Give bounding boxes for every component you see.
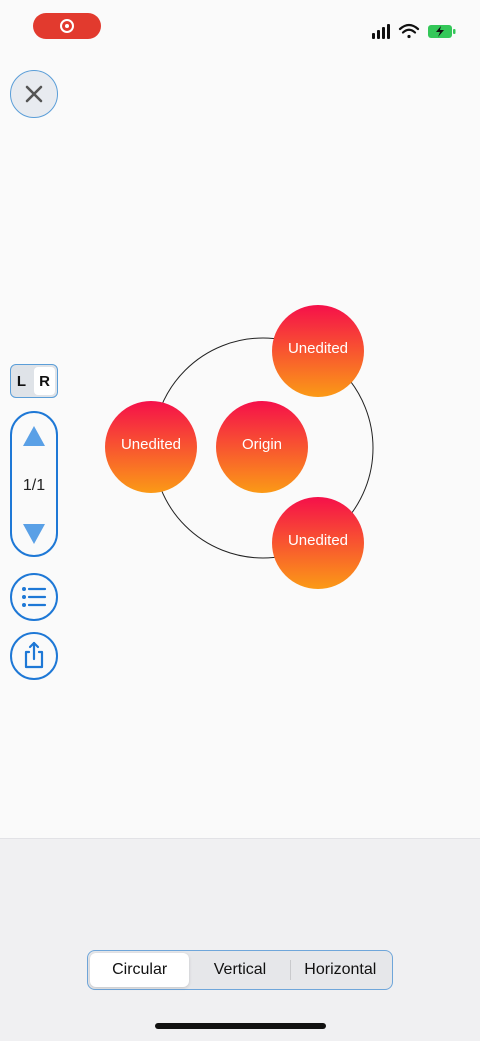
- arrow-down-icon[interactable]: [22, 523, 46, 545]
- battery-icon: [428, 25, 456, 38]
- origin-node[interactable]: [216, 401, 308, 493]
- record-icon: [60, 19, 74, 33]
- node-left-label[interactable]: Unedited: [120, 436, 182, 453]
- lr-toggle[interactable]: L R: [10, 364, 58, 398]
- wifi-icon: [398, 23, 420, 39]
- page-indicator: 1/1: [22, 477, 46, 494]
- node-top-right[interactable]: [272, 305, 364, 397]
- arrow-up-icon[interactable]: [22, 425, 46, 447]
- share-icon: [24, 641, 44, 669]
- origin-label[interactable]: Origin: [241, 436, 282, 453]
- close-icon: [25, 85, 43, 103]
- close-button[interactable]: [10, 70, 58, 118]
- layout-option-vertical[interactable]: Vertical: [213, 961, 267, 978]
- layout-option-circular[interactable]: Circular: [90, 953, 190, 987]
- share-button[interactable]: [10, 632, 58, 680]
- layout-option-horizontal[interactable]: Horizontal: [304, 961, 377, 978]
- toggle-left-option[interactable]: L: [16, 372, 27, 390]
- toggle-right-option[interactable]: R: [34, 367, 55, 395]
- list-button[interactable]: [10, 573, 58, 621]
- bottom-panel: [0, 838, 480, 1041]
- node-left[interactable]: [105, 401, 197, 493]
- segment-divider: [289, 960, 291, 980]
- home-indicator[interactable]: [155, 1023, 326, 1029]
- mindmap-canvas[interactable]: [0, 0, 480, 840]
- signal-icon: [372, 24, 390, 39]
- node-bottom-right[interactable]: [272, 497, 364, 589]
- node-top-right-label[interactable]: Unedited: [287, 340, 349, 357]
- screen-recording-indicator[interactable]: [33, 13, 101, 39]
- status-icons: [372, 23, 456, 39]
- layout-selector[interactable]: Circular Vertical Horizontal: [87, 950, 393, 990]
- page-navigator: 1/1: [10, 411, 58, 557]
- node-bottom-right-label[interactable]: Unedited: [287, 532, 349, 549]
- list-icon: [22, 587, 47, 607]
- status-bar: [0, 0, 480, 60]
